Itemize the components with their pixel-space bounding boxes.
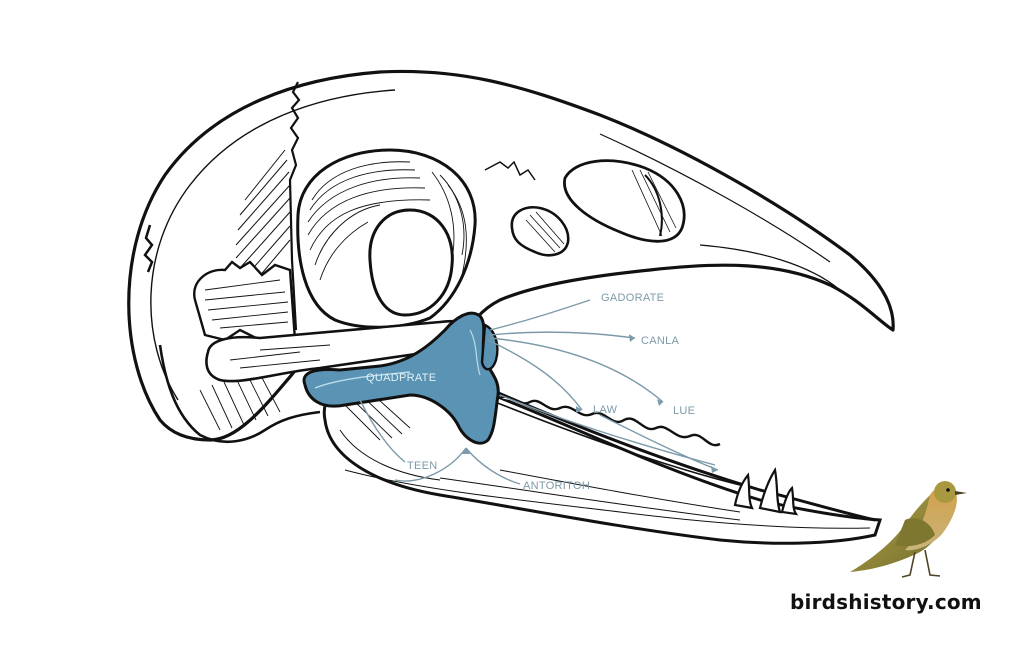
- hatching-orbit: [307, 161, 467, 281]
- label-antoritoh: ANTORITOH: [523, 480, 591, 492]
- mandible-lines: [339, 429, 871, 529]
- label-leaders: [359, 299, 719, 485]
- label-canla: CANLA: [641, 335, 680, 347]
- label-quadrate: QUADPRATE: [366, 372, 437, 384]
- label-gadorate: GADORATE: [601, 292, 665, 304]
- quadrate-bone: [302, 311, 500, 445]
- cranium: [127, 69, 895, 442]
- site-watermark: birdshistory.com: [790, 590, 982, 614]
- tooth-spikes: [733, 467, 799, 516]
- label-law: LAW: [593, 404, 618, 416]
- arrowheads: [462, 334, 718, 473]
- bird-illustration: [850, 481, 967, 578]
- label-lue: LUE: [673, 405, 696, 417]
- nasal-openings: [510, 159, 686, 257]
- dental-ridge: [499, 395, 721, 447]
- label-teen: TEEN: [407, 460, 438, 472]
